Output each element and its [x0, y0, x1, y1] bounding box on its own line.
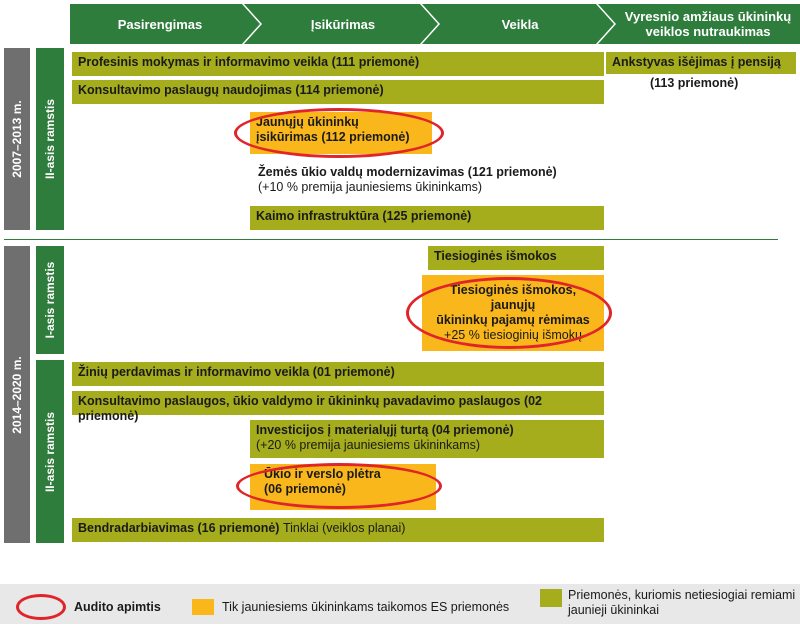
- measure-16-label: Bendradarbiavimas (16 priemonė): [78, 521, 280, 535]
- measure-111: Profesinis mokymas ir informavimo veikla…: [72, 52, 604, 76]
- pillar-2014-ii-label: II-asis ramstis: [43, 411, 57, 492]
- period-2007-2013: 2007–2013 m.: [4, 48, 30, 230]
- stage-arrow-1: [70, 4, 260, 44]
- audit-scope-ellipse-young-payment: [406, 277, 612, 349]
- stage-arrows: Pasirengimas Įsikūrimas Veikla Vyresnio …: [70, 4, 800, 44]
- measure-114: Konsultavimo paslaugų naudojimas (114 pr…: [72, 80, 604, 104]
- legend-indirect-line2: jaunieji ūkininkai: [568, 603, 660, 617]
- stage-label-retirement: Vyresnio amžiaus ūkininkų veiklos nutrau…: [624, 9, 792, 39]
- audit-scope-ellipse-112: [234, 108, 444, 158]
- legend-green-swatch: [540, 589, 562, 607]
- period-2014-2020-label: 2014–2020 m.: [10, 355, 24, 434]
- measure-direct-payments: Tiesioginės išmokos: [428, 246, 604, 270]
- legend-orange-swatch: [192, 599, 214, 615]
- measure-121: Žemės ūkio valdų modernizavimas (121 pri…: [258, 165, 598, 195]
- period-2014-2020: 2014–2020 m.: [4, 246, 30, 543]
- stage-arrow-3: [422, 4, 614, 44]
- pillar-2014-ii: II-asis ramstis: [36, 360, 64, 543]
- period-2007-2013-label: 2007–2013 m.: [10, 100, 24, 178]
- period-divider: [4, 239, 778, 240]
- stage-label-operation: Veikla: [501, 16, 539, 32]
- measure-04-line2: (+20 % premija jauniesiems ūkininkams): [256, 438, 481, 452]
- audit-scope-ellipse-06: [236, 463, 442, 509]
- stage-arrows-graphic: [70, 4, 800, 44]
- legend-audit-label: Audito apimtis: [74, 600, 161, 614]
- measure-04: Investicijos į materialųjį turtą (04 pri…: [250, 420, 604, 458]
- legend: [0, 584, 800, 624]
- stage-label-preparation: Pasirengimas: [117, 16, 203, 32]
- pillar-2007-ii-label: II-asis ramstis: [43, 98, 57, 180]
- measure-121-line1: Žemės ūkio valdų modernizavimas (121 pri…: [258, 165, 557, 179]
- stage-label-setup: Įsikūrimas: [310, 16, 376, 32]
- pillar-2007-ii: II-asis ramstis: [36, 48, 64, 230]
- legend-indirect-label: Priemonės, kuriomis netiesiogiai remiami…: [568, 588, 796, 618]
- measure-125: Kaimo infrastruktūra (125 priemonė): [250, 206, 604, 230]
- stage-arrow-4: [598, 4, 800, 44]
- pillar-2014-i: I-asis ramstis: [36, 246, 64, 354]
- pillar-2014-i-label: I-asis ramstis: [43, 261, 57, 339]
- measure-16-networks: Tinklai (veiklos planai): [282, 521, 406, 535]
- legend-audit-ellipse: [16, 594, 66, 620]
- legend-young-only-label: Tik jauniesiems ūkininkams taikomos ES p…: [222, 600, 510, 614]
- stage-arrow-2: [244, 4, 438, 44]
- measure-121-line2: (+10 % premija jauniesiems ūkininkams): [258, 180, 483, 194]
- measure-04-line1: Investicijos į materialųjį turtą (04 pri…: [256, 423, 514, 437]
- measure-01: Žinių perdavimas ir informavimo veikla (…: [72, 362, 604, 386]
- measure-113: Ankstyvas išėjimas į pensiją: [606, 52, 796, 74]
- legend-indirect-line1: Priemonės, kuriomis netiesiogiai remiami: [568, 588, 796, 602]
- measure-16: Bendradarbiavimas (16 priemonė) Tinklai …: [72, 518, 604, 542]
- measure-02: Konsultavimo paslaugos, ūkio valdymo ir …: [72, 391, 604, 423]
- measure-113-number: (113 priemonė): [650, 76, 739, 90]
